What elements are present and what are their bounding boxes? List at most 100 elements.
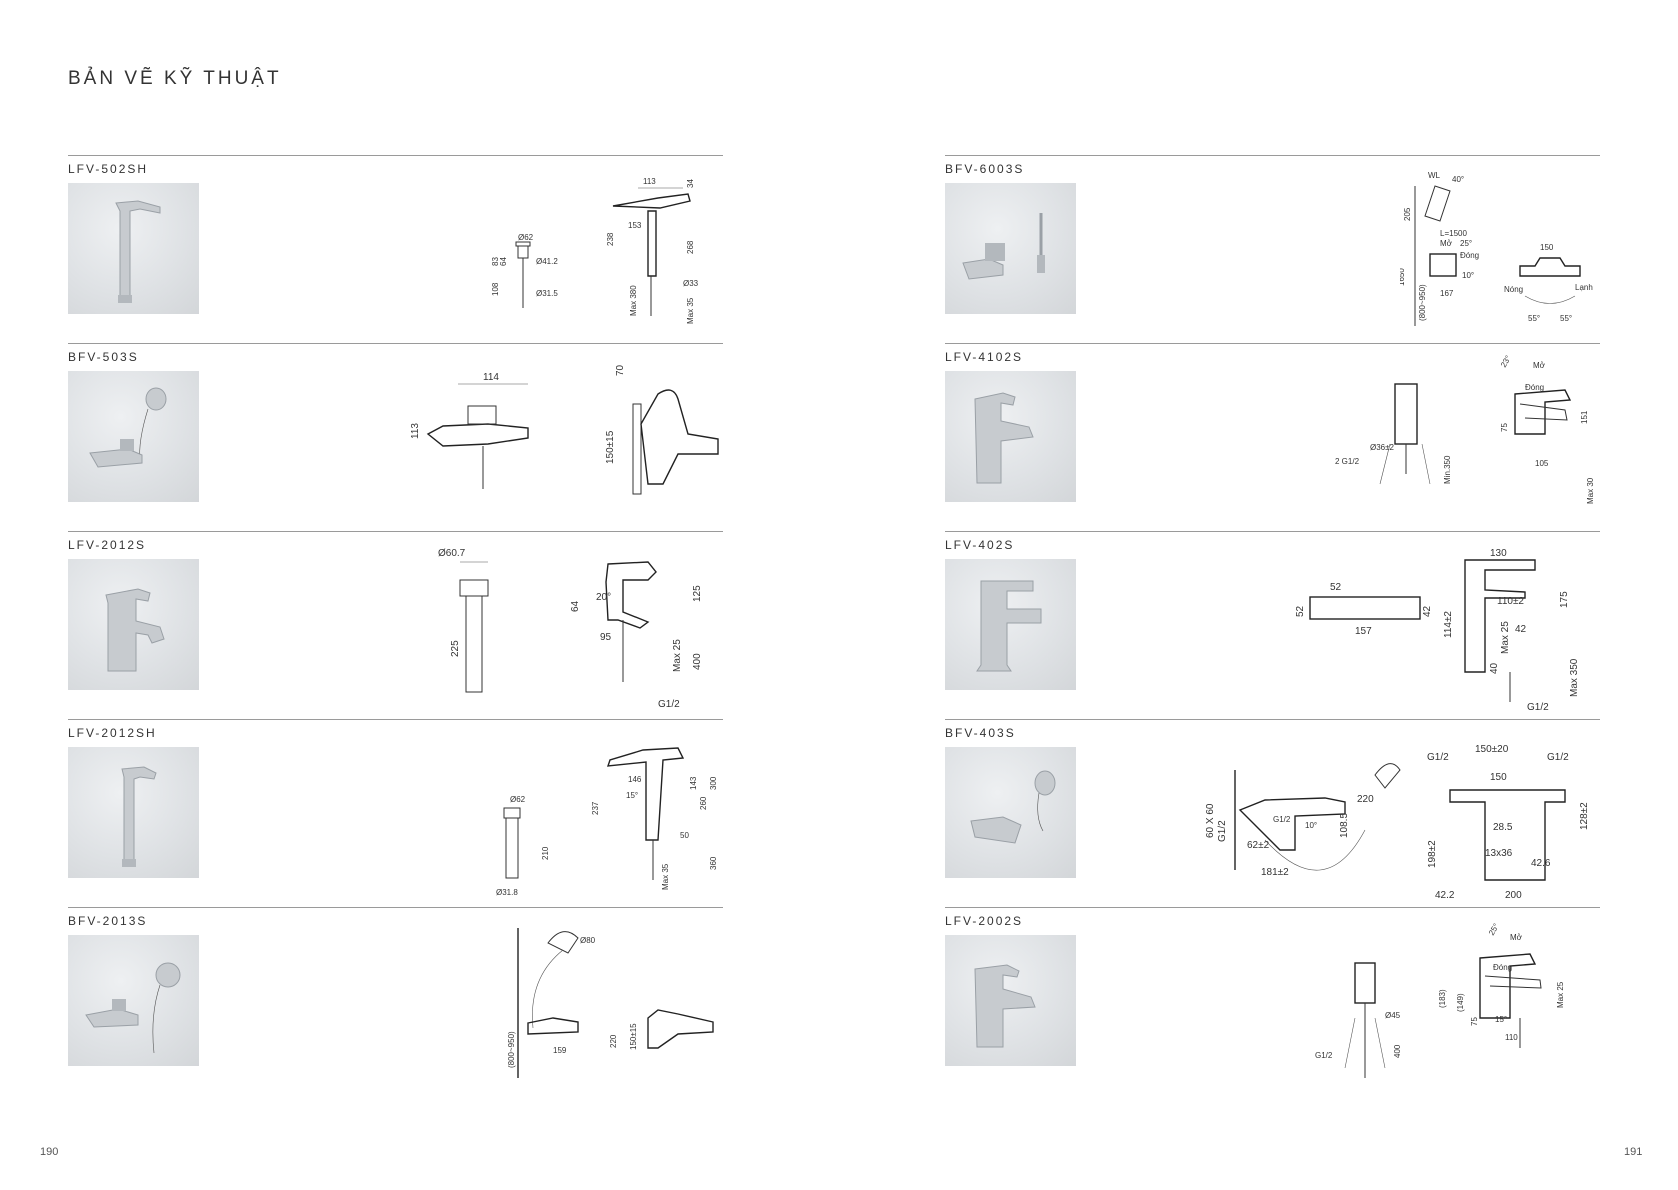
product-row: LFV-502SH Ø62 Ø41.2 Ø31.5 83 64 108 113 …: [68, 155, 723, 343]
svg-text:108: 108: [491, 282, 500, 296]
svg-text:159: 159: [553, 1046, 567, 1055]
svg-text:143: 143: [689, 776, 698, 790]
page-title: BẢN VẼ KỸ THUẬT: [68, 68, 282, 89]
product-code: BFV-503S: [68, 350, 139, 364]
svg-text:110: 110: [1505, 1033, 1518, 1042]
svg-text:210: 210: [541, 846, 550, 860]
svg-text:Đóng: Đóng: [1493, 963, 1512, 972]
svg-text:95: 95: [600, 632, 612, 643]
svg-text:108.5: 108.5: [1339, 813, 1350, 838]
svg-text:42.2: 42.2: [1435, 890, 1455, 900]
svg-text:25°: 25°: [1487, 922, 1501, 937]
svg-text:40°: 40°: [1452, 175, 1464, 184]
svg-text:130: 130: [1490, 548, 1507, 559]
svg-text:83: 83: [491, 257, 500, 266]
technical-drawing: Ø36±2 2 G1/2 Min.350 23° Mở Đóng 75 151 …: [1325, 354, 1600, 524]
right-column: BFV-6003S WL 40° 205 L=1500 Mở 25° Đóng …: [945, 155, 1600, 1095]
svg-text:200: 200: [1505, 890, 1522, 900]
technical-drawing: 52 52 157 42 130 110±2 114±2 Max 25 175 …: [1275, 542, 1600, 712]
svg-text:Ø80: Ø80: [580, 936, 596, 945]
svg-text:Max 380: Max 380: [629, 285, 638, 316]
technical-drawing: Ø62 Ø41.2 Ø31.5 83 64 108 113 34 153 238…: [488, 166, 723, 336]
svg-text:Ø62: Ø62: [510, 795, 526, 804]
svg-text:G1/2: G1/2: [1273, 815, 1291, 824]
svg-text:G1/2: G1/2: [1527, 702, 1549, 712]
svg-text:Ø62: Ø62: [518, 233, 534, 242]
product-photo: [945, 559, 1076, 690]
svg-text:10°: 10°: [1462, 271, 1474, 280]
page-number-right: 191: [1624, 1146, 1643, 1158]
svg-text:75: 75: [1500, 423, 1509, 432]
svg-text:Mở: Mở: [1533, 361, 1546, 370]
svg-text:Max 35: Max 35: [661, 863, 670, 890]
product-code: BFV-403S: [945, 726, 1016, 740]
product-photo: [68, 559, 199, 690]
svg-text:42.6: 42.6: [1531, 858, 1551, 869]
svg-text:Max 25: Max 25: [1500, 621, 1511, 654]
svg-text:55°: 55°: [1528, 314, 1540, 323]
svg-text:150±15: 150±15: [605, 430, 616, 464]
product-code: LFV-502SH: [68, 162, 149, 176]
svg-text:70: 70: [615, 364, 626, 376]
svg-text:42: 42: [1515, 624, 1527, 635]
svg-text:Max 25: Max 25: [672, 639, 683, 672]
svg-text:10°: 10°: [1305, 821, 1317, 830]
svg-text:G1/2: G1/2: [1217, 820, 1228, 842]
svg-text:114±2: 114±2: [1443, 611, 1454, 638]
product-row: LFV-4102S Ø36±2 2 G1/2 Min.350 23° Mở Đó…: [945, 343, 1600, 531]
svg-text:Min.350: Min.350: [1443, 455, 1452, 484]
product-photo: [945, 371, 1076, 502]
product-photo: [68, 935, 199, 1066]
product-row: BFV-503S 114 113 70 150±15: [68, 343, 723, 531]
svg-text:(183): (183): [1438, 989, 1447, 1008]
svg-text:G1/2: G1/2: [658, 699, 680, 710]
svg-text:(800~950): (800~950): [508, 1031, 516, 1068]
product-code: LFV-4102S: [945, 350, 1024, 364]
svg-text:146: 146: [628, 775, 642, 784]
svg-text:153: 153: [628, 221, 642, 230]
technical-drawing: Ø62 210 Ø31.8 146 237 15° 143 260 300 50…: [448, 730, 723, 900]
product-row: LFV-402S 52 52 157 42 130 110±2 114±2 Ma…: [945, 531, 1600, 719]
svg-text:157: 157: [1355, 626, 1372, 637]
svg-text:167: 167: [1440, 289, 1454, 298]
svg-text:300: 300: [709, 776, 718, 790]
svg-text:198±2: 198±2: [1427, 840, 1438, 868]
svg-text:150±15: 150±15: [629, 1023, 638, 1050]
svg-text:(149): (149): [1456, 993, 1465, 1012]
svg-text:260: 260: [699, 796, 708, 810]
svg-text:114: 114: [483, 372, 499, 383]
svg-text:13x36: 13x36: [1485, 848, 1513, 859]
svg-text:Đóng: Đóng: [1460, 251, 1479, 260]
svg-text:Max 350: Max 350: [1569, 658, 1580, 697]
page-number-left: 190: [40, 1146, 59, 1158]
technical-drawing: Ø45 G1/2 400 25° Mở Đóng (183) (149) 75 …: [1295, 918, 1600, 1088]
technical-drawing: WL 40° 205 L=1500 Mở 25° Đóng 10° 1650 (…: [1400, 166, 1600, 336]
product-photo: [68, 183, 199, 314]
svg-text:G1/2: G1/2: [1427, 752, 1449, 763]
svg-text:Ø60.7: Ø60.7: [438, 548, 466, 559]
svg-text:(800~950): (800~950): [1418, 284, 1427, 321]
svg-text:400: 400: [1393, 1044, 1402, 1058]
svg-text:150: 150: [1540, 243, 1554, 252]
svg-text:Ø33: Ø33: [683, 279, 699, 288]
svg-text:64: 64: [570, 600, 581, 612]
svg-text:15°: 15°: [626, 791, 638, 800]
svg-text:220: 220: [609, 1034, 618, 1048]
svg-text:105: 105: [1535, 459, 1549, 468]
svg-text:55°: 55°: [1560, 314, 1572, 323]
svg-text:34: 34: [686, 179, 695, 188]
svg-text:150±20: 150±20: [1475, 744, 1509, 755]
svg-text:Max 25: Max 25: [1556, 981, 1565, 1008]
product-row: BFV-403S 60 X 60 G1/2 62±2 181±2 G1/2 22…: [945, 719, 1600, 907]
svg-text:Nóng: Nóng: [1504, 285, 1523, 294]
product-photo: [945, 747, 1076, 878]
svg-text:28.5: 28.5: [1493, 822, 1513, 833]
svg-text:G1/2: G1/2: [1547, 752, 1569, 763]
svg-text:42: 42: [1422, 605, 1433, 617]
product-photo: [68, 371, 199, 502]
svg-text:Max 35: Max 35: [686, 297, 695, 324]
product-row: BFV-2013S Ø80 (800~950) 159 220 150±15: [68, 907, 723, 1095]
svg-text:40: 40: [1489, 662, 1500, 674]
product-code: LFV-2012S: [68, 538, 147, 552]
svg-text:64: 64: [499, 257, 508, 266]
